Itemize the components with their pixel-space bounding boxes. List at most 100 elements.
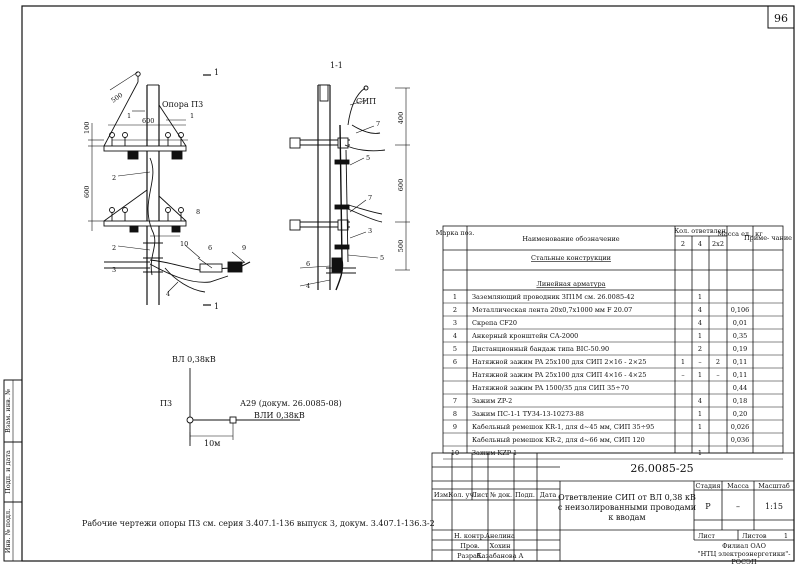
name-nkontr: Анелина (485, 532, 515, 540)
section-label: 1-1 (330, 61, 343, 70)
table-cell-pos: 2 (453, 306, 457, 314)
stage-value: Р (705, 502, 711, 511)
margin-label-inv: Инв. № подл. (4, 509, 12, 553)
branch-scheme-labels: ВЛ 0,38кВ П3 А29 (докум. 26.0085-08) ВЛИ… (160, 355, 342, 448)
table-cell-q4: 1 (698, 293, 702, 301)
table-cell-q4: 1 (698, 423, 702, 431)
sheet-label: Лист (698, 532, 715, 540)
sheets-value: 1 (784, 532, 788, 540)
pos-left-4: 10 (180, 240, 188, 248)
pos-left-8: 4 (166, 290, 170, 298)
sip-label: СИП (356, 97, 376, 106)
table-cell-q4: 1 (698, 410, 702, 418)
header-name: Наименование обозначение (522, 235, 619, 243)
scale-label: Масштаб (758, 482, 790, 490)
table-cell-mass: 0,11 (733, 371, 747, 379)
table-cell-q22: 2 (716, 358, 720, 366)
table-cell-q4: – (698, 358, 701, 366)
title-line-3: к вводам (608, 513, 645, 522)
col-doc: № док. (490, 491, 512, 499)
table-cell-q22: – (716, 371, 719, 379)
dim-left-0: 500 (110, 91, 125, 105)
pos-right-6: 4 (306, 282, 310, 290)
mass-value: – (736, 502, 740, 511)
table-cell-name: Заземляющий проводник ЗП1М см. 26.0085-4… (472, 293, 635, 301)
org-line-3: РОСЭП (731, 558, 757, 566)
vli-label: ВЛИ 0,38кВ (254, 411, 305, 420)
title-block (431, 452, 795, 562)
vl-label: ВЛ 0,38кВ (172, 355, 216, 364)
table-cell-q2: – (681, 371, 684, 379)
table-cell-mass: 0,19 (733, 345, 747, 353)
table-cell-name: Натяжной зажим PA 1500/35 для СИП 35÷70 (472, 384, 629, 392)
table-cell-q4: 1 (698, 371, 702, 379)
table-cell-pos: 7 (453, 397, 457, 405)
dim-left-1: 600 (142, 117, 154, 125)
header-mass: Масса ед., кг (717, 230, 763, 238)
table-cell-mass: 0,026 (731, 423, 750, 431)
table-cell-name: Кабельный ремешок KR-1, для d~45 мм, СИП… (472, 423, 654, 431)
header-note: Приме- чание (744, 234, 792, 242)
table-cell-pos: 8 (453, 410, 457, 418)
pos-right-4: 6 (306, 260, 310, 268)
table-cell-q4: 2 (698, 345, 702, 353)
pos-left-0: 1 (127, 112, 131, 120)
col-sign: Подп. (515, 491, 535, 499)
mass-label: Масса (727, 482, 749, 490)
table-cell-name: Кабельный ремешок KR-2, для d~66 мм, СИП… (472, 436, 645, 444)
doc-code: 26.0085-25 (630, 462, 693, 475)
support-view (88, 71, 251, 306)
spec-table-rows: 1 Заземляющий проводник ЗП1М см. 26.0085-… (443, 293, 783, 460)
title-block-labels: 26.0085-25 Изм. Кол. уч. Лист № док. Под… (434, 462, 791, 566)
col-list: Лист (472, 491, 489, 499)
table-cell-mass: 0,01 (733, 319, 747, 327)
spec-table (442, 225, 784, 454)
col-izm: Изм. (434, 491, 450, 499)
p3-label: П3 (160, 399, 172, 408)
table-cell-name: Зажим ПС-1-1 ТУ34-13-10273-88 (472, 410, 584, 418)
role-nkontr: Н. контр. (454, 532, 486, 540)
table-cell-mass: 0,35 (733, 332, 747, 340)
header-qty-2: 2 (681, 240, 685, 248)
margin-stamp: Взам. инв. № Подп. и дата Инв. № подл. (3, 379, 23, 562)
org-line-2: "НТЦ электроэнергетики"- (698, 550, 791, 558)
table-cell-name: Дистанционный бандаж типа BIC-50.90 (472, 345, 609, 353)
sheet-frame (21, 5, 795, 562)
table-cell-pos: 4 (453, 332, 457, 340)
branch-scheme (186, 368, 300, 446)
stage-label: Стадия (696, 482, 721, 490)
dim-right-1: 600 (397, 179, 405, 191)
dim-right-2: 500 (397, 240, 405, 252)
table-cell-pos: 6 (453, 358, 457, 366)
pos-left-3: 2 (112, 244, 116, 252)
table-cell-name: Анкерный кронштейн CA-2000 (472, 332, 578, 340)
table-cell-pos: 5 (453, 345, 457, 353)
title-line-2: с неизолированными проводами (558, 503, 696, 512)
header-qty-4: 4 (698, 240, 702, 248)
section-fittings: Линейная арматура (536, 280, 605, 288)
sheets-label: Листов (742, 532, 767, 540)
col-kol: Кол. уч. (448, 491, 475, 499)
margin-label-replace: Взам. инв. № (4, 389, 12, 433)
page-number: 96 (774, 12, 788, 25)
dim-left-3: 600 (83, 186, 91, 198)
distance-label: 10м (204, 439, 220, 448)
table-cell-pos: 3 (453, 319, 457, 327)
support-label: Опора П3 (162, 100, 203, 109)
table-cell-name: Натяжной зажим PA 25х100 для СИП 4×16 - … (472, 371, 646, 379)
header-qty-2x2: 2х2 (712, 240, 724, 248)
title-line-1: Ответвление СИП от ВЛ 0,38 кВ (558, 493, 696, 502)
org-line-1: Филиал ОАО (722, 542, 766, 550)
page-number-box (767, 5, 795, 29)
pos-left-2: 8 (196, 208, 200, 216)
pos-left-5: 6 (208, 244, 212, 252)
section-steel: Стальные конструкции (531, 254, 611, 262)
table-cell-q2: 1 (681, 358, 685, 366)
table-cell-name: Скрепа CF20 (472, 319, 517, 327)
table-cell-pos: 1 (453, 293, 457, 301)
spec-table-headers: Марка поз. Наименование обозначение Кол.… (436, 227, 792, 288)
margin-label-sign: Подп. и дата (4, 450, 12, 494)
scale-value: 1:15 (765, 502, 783, 511)
table-cell-name: Зажим ZP-2 (472, 397, 512, 405)
